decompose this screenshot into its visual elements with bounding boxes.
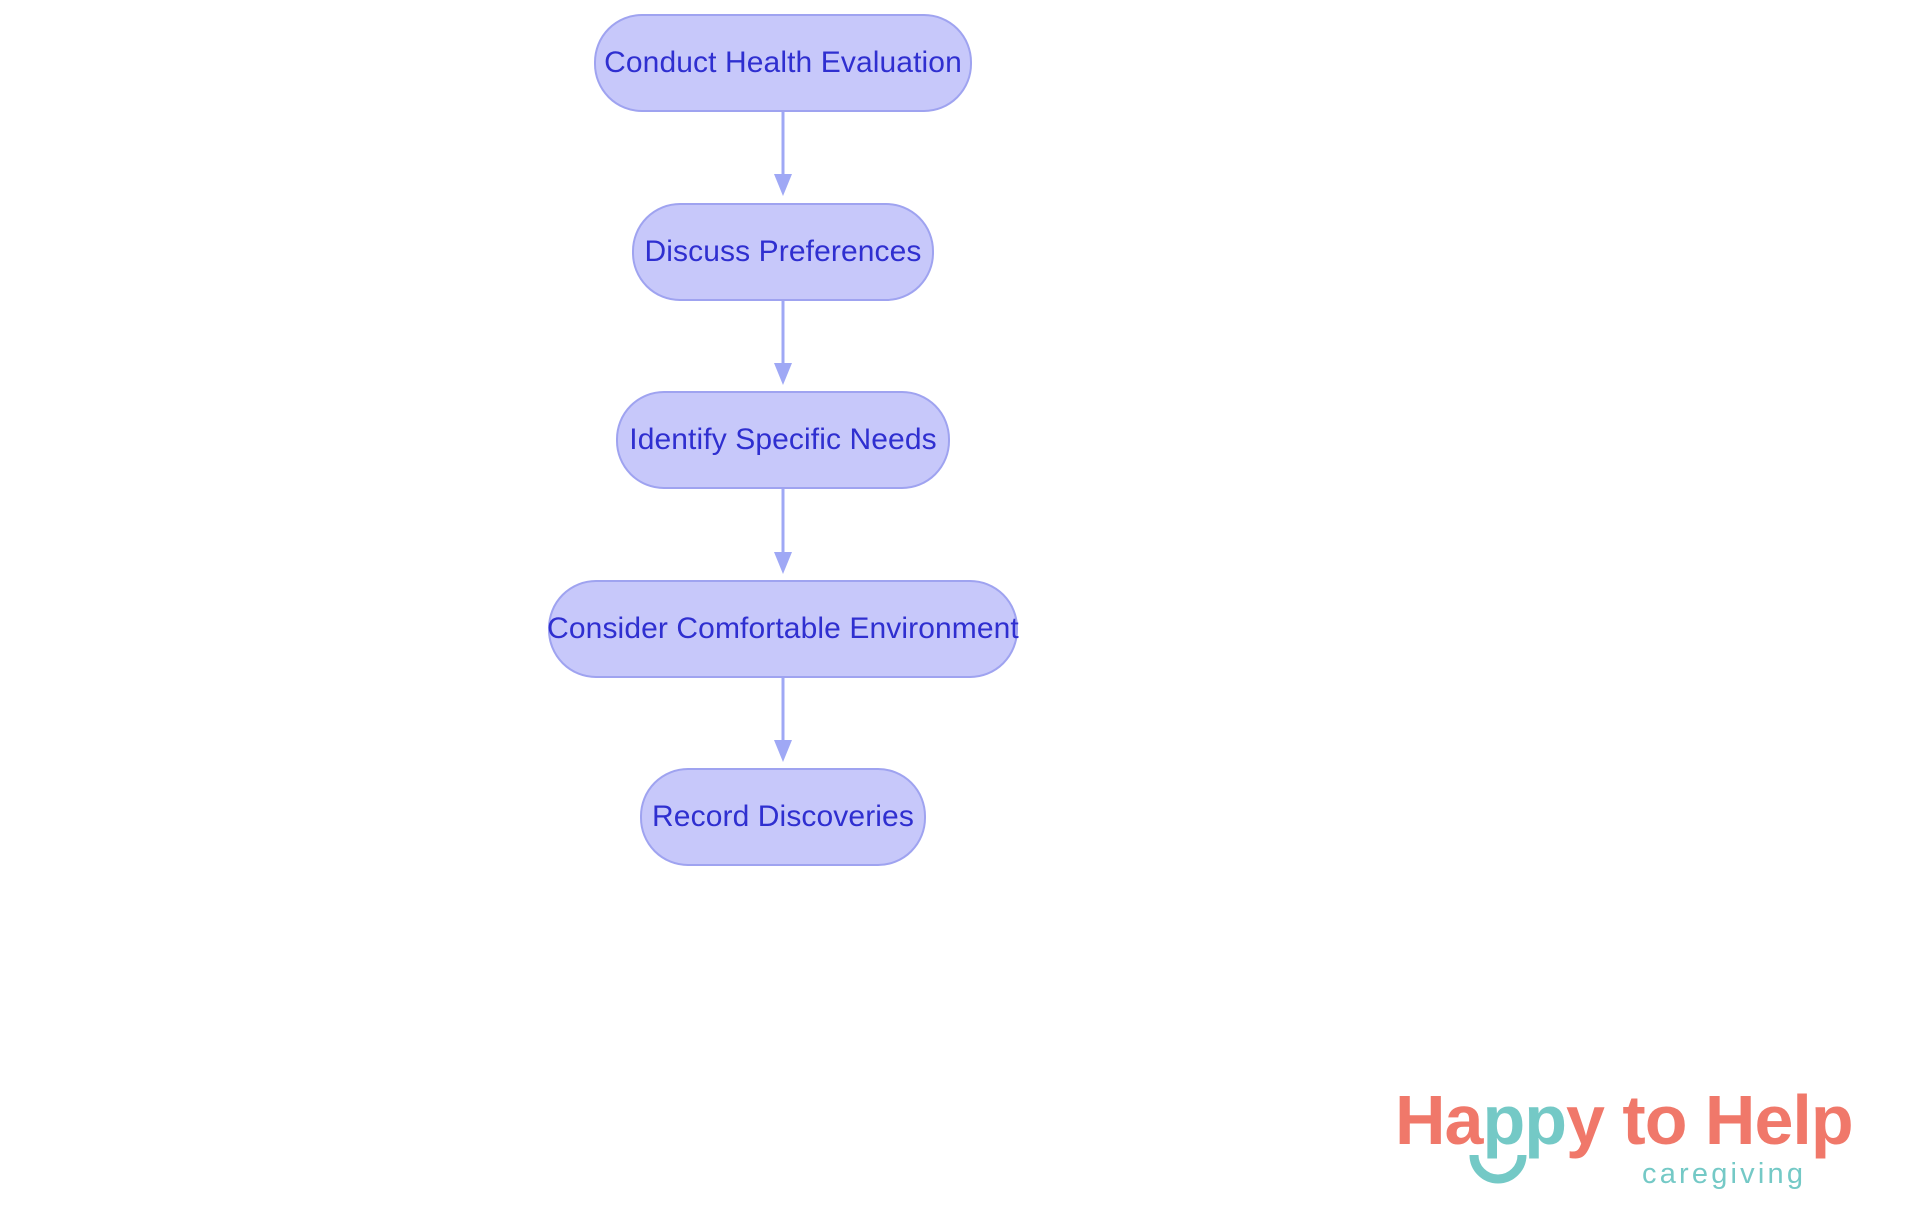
flowchart-node-4[interactable]: Consider Comfortable Environment [547, 580, 1019, 678]
arrowhead-icon [774, 174, 792, 196]
smile-icon [1469, 1154, 1527, 1184]
flowchart-edge-2-3 [774, 301, 792, 385]
flowchart-diagram: Conduct Health Evaluation Discuss Prefer… [547, 14, 1019, 866]
logo-wordmark: Happy to Help [1395, 1085, 1854, 1155]
flowchart-edge-1-2 [774, 112, 792, 196]
flowchart-node-3-label: Identify Specific Needs [629, 423, 937, 456]
flowchart-node-1-label: Conduct Health Evaluation [604, 46, 962, 79]
flowchart-node-2[interactable]: Discuss Preferences [632, 203, 934, 301]
flowchart-edge-3-4 [774, 489, 792, 574]
arrowhead-icon [774, 740, 792, 762]
smile-arc [1469, 1154, 1527, 1184]
flowchart-node-4-label: Consider Comfortable Environment [547, 612, 1019, 645]
flowchart-node-5[interactable]: Record Discoveries [640, 768, 926, 866]
flowchart-node-3[interactable]: Identify Specific Needs [616, 391, 950, 489]
flowchart-node-5-label: Record Discoveries [652, 800, 914, 833]
logo-word-part3: y to Help [1566, 1081, 1854, 1159]
brand-logo: Happy to Help caregiving [1395, 1085, 1895, 1205]
flowchart-edge-4-5 [774, 678, 792, 762]
arrowhead-icon [774, 363, 792, 385]
logo-word-part2: pp [1482, 1081, 1567, 1159]
flowchart-node-1[interactable]: Conduct Health Evaluation [594, 14, 972, 112]
arrowhead-icon [774, 552, 792, 574]
flowchart-node-2-label: Discuss Preferences [644, 235, 922, 268]
logo-word-part1: Ha [1395, 1081, 1483, 1159]
logo-tagline: caregiving [1642, 1158, 1807, 1190]
